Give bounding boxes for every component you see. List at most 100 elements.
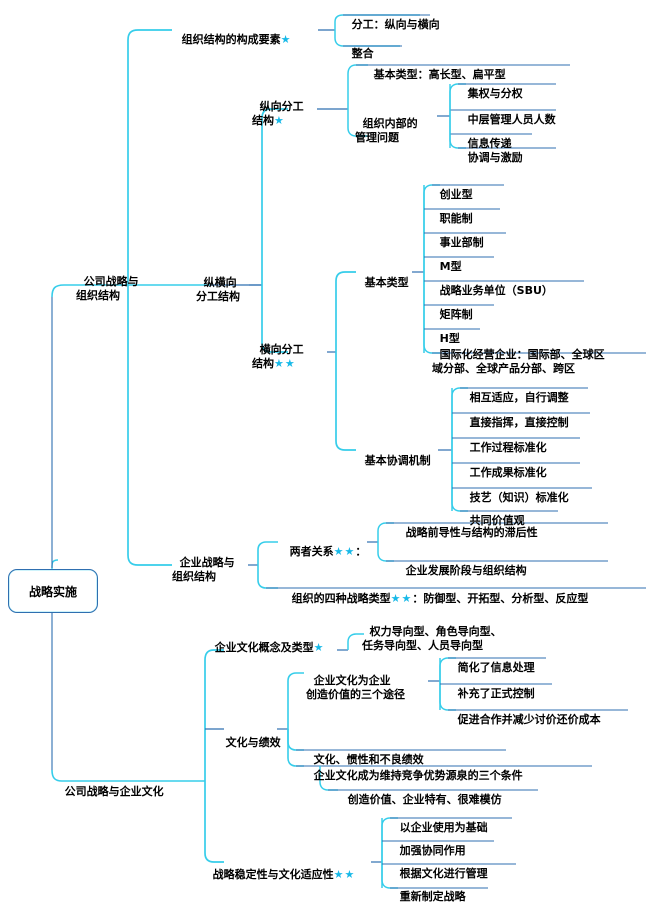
leaf-skill-standardization[interactable]: 技艺（知识）标准化 <box>462 477 569 505</box>
node-culture-and-performance-label: 文化与绩效 <box>225 736 281 750</box>
leaf-centralization-decentralization[interactable]: 集权与分权 <box>460 73 523 101</box>
leaf-dev-stage-and-structure-label: 企业发展阶段与组织结构 <box>405 564 527 578</box>
node-three-value-paths[interactable]: 企业文化为企业 创造价值的三个途径 <box>306 660 405 702</box>
leaf-basic-types-tall-flat-label: 基本类型：高长型、扁平型 <box>373 68 506 82</box>
branch-company-strategy-structure-label: 公司战略与 组织结构 <box>76 275 139 303</box>
leaf-based-on-enterprise-use[interactable]: 以企业使用为基础 <box>392 807 488 835</box>
leaf-culture-inertia-poor-performance-label: 文化、惯性和不良绩效 <box>313 753 424 767</box>
leaf-create-value-unique-hard-imitate-label: 创造价值、企业特有、很难模仿 <box>347 793 502 807</box>
leaf-direct-command-control-label: 直接指挥，直接控制 <box>469 416 569 430</box>
node-three-value-paths-label: 企业文化为企业 创造价值的三个途径 <box>306 674 405 702</box>
node-basic-types-label: 基本类型 <box>364 276 409 290</box>
leaf-culture-orientation-types[interactable]: 权力导向型、角色导向型、 任务导向型、人员导向型 <box>362 611 502 653</box>
leaf-functional-system[interactable]: 职能制 <box>432 198 473 226</box>
leaf-basic-types-tall-flat[interactable]: 基本类型：高长型、扁平型 <box>366 54 506 82</box>
leaf-promote-cooperation-label: 促进合作并减少讨价还价成本 <box>457 713 601 727</box>
leaf-m-form-label: M型 <box>439 260 462 274</box>
leaf-process-standardization-label: 工作过程标准化 <box>469 441 547 455</box>
leaf-manage-by-culture-label: 根据文化进行管理 <box>399 867 488 881</box>
leaf-output-standardization-label: 工作成果标准化 <box>469 466 547 480</box>
leaf-information-transfer[interactable]: 信息传递 <box>460 123 512 151</box>
leaf-sbu[interactable]: 战略业务单位（SBU） <box>432 270 553 298</box>
node-vertical-horizontal-structure-label: 纵横向 分工结构 <box>196 276 240 304</box>
node-three-conditions-advantage[interactable]: 企业文化成为维持竞争优势源泉的三个条件 <box>306 755 523 783</box>
node-strategy-stability-culture-adaptability[interactable]: 战略稳定性与文化适应性★★ <box>205 854 355 882</box>
leaf-divisional-system-label: 事业部制 <box>439 236 484 250</box>
node-relation-between-two[interactable]: 两者关系★★： <box>282 531 367 559</box>
leaf-direct-command-control[interactable]: 直接指挥，直接控制 <box>462 402 569 430</box>
leaf-mutual-adjustment[interactable]: 相互适应，自行调整 <box>462 377 569 405</box>
leaf-culture-inertia-poor-performance[interactable]: 文化、惯性和不良绩效 <box>306 739 424 767</box>
star-rating: ★ <box>274 114 284 128</box>
leaf-culture-orientation-types-label: 权力导向型、角色导向型、 任务导向型、人员导向型 <box>362 625 502 653</box>
node-four-strategy-types-label: 组织的四种战略类型 <box>291 592 391 606</box>
leaf-strategy-leads-structure-lags-label: 战略前导性与结构的滞后性 <box>405 526 538 540</box>
leaf-create-value-unique-hard-imitate[interactable]: 创造价值、企业特有、很难模仿 <box>340 779 502 807</box>
node-vertical-division-structure[interactable]: 纵向分工 结构★ <box>252 86 304 128</box>
node-vertical-division-structure-label: 纵向分工 结构 <box>252 100 304 128</box>
leaf-coordination-motivation[interactable]: 协调与激励 <box>460 137 523 165</box>
leaf-skill-standardization-label: 技艺（知识）标准化 <box>469 491 569 505</box>
star-rating: ★★ <box>274 357 296 371</box>
leaf-output-standardization[interactable]: 工作成果标准化 <box>462 452 547 480</box>
leaf-h-form-label: H型 <box>439 332 460 346</box>
node-culture-concept-types[interactable]: 企业文化概念及类型★ <box>207 627 324 655</box>
node-horizontal-division-structure-label: 横向分工 结构 <box>252 343 304 371</box>
leaf-middle-manager-count[interactable]: 中层管理人员人数 <box>460 99 556 127</box>
relation-suffix: ： <box>355 545 367 559</box>
leaf-h-form[interactable]: H型 <box>432 318 460 346</box>
node-relation-between-two-label: 两者关系 <box>289 545 334 559</box>
leaf-coordination-motivation-label: 协调与激励 <box>467 151 523 165</box>
leaf-entrepreneurial-type-label: 创业型 <box>439 188 473 202</box>
leaf-sbu-label: 战略业务单位（SBU） <box>439 284 553 298</box>
leaf-shared-values-label: 共同价值观 <box>469 514 525 528</box>
node-org-structure-elements[interactable]: 组织结构的构成要素★ <box>174 19 291 47</box>
node-culture-concept-types-label: 企业文化概念及类型 <box>214 641 314 655</box>
leaf-division-vertical-horizontal[interactable]: 分工：纵向与横向 <box>344 4 440 32</box>
star-rating: ★ <box>280 33 291 47</box>
leaf-based-on-enterprise-use-label: 以企业使用为基础 <box>399 821 488 835</box>
leaf-information-transfer-label: 信息传递 <box>467 137 512 151</box>
star-rating: ★★ <box>390 592 413 606</box>
star-rating: ★★ <box>333 545 356 559</box>
node-strategy-stability-culture-adaptability-label: 战略稳定性与文化适应性 <box>212 868 334 882</box>
leaf-redefine-strategy-label: 重新制定战略 <box>399 890 466 904</box>
leaf-strengthen-synergy-label: 加强协同作用 <box>399 844 466 858</box>
node-enterprise-strategy-structure[interactable]: 企业战略与 组织结构 <box>172 542 235 584</box>
node-internal-management-issues[interactable]: 组织内部的 管理问题 <box>355 103 418 145</box>
leaf-process-standardization[interactable]: 工作过程标准化 <box>462 427 547 455</box>
star-rating: ★★ <box>333 868 356 882</box>
leaf-promote-cooperation[interactable]: 促进合作并减少讨价还价成本 <box>450 699 601 727</box>
leaf-matrix-system[interactable]: 矩阵制 <box>432 294 473 322</box>
leaf-m-form[interactable]: M型 <box>432 246 462 274</box>
leaf-supplement-formal-control[interactable]: 补充了正式控制 <box>450 673 535 701</box>
root-node[interactable]: 战略实施 <box>8 569 98 613</box>
leaf-international-business[interactable]: 国际化经营企业：国际部、全球区 域分部、全球产品分部、跨区 <box>432 334 605 376</box>
branch-company-strategy-culture[interactable]: 公司战略与企业文化 <box>57 771 164 799</box>
node-horizontal-division-structure[interactable]: 横向分工 结构★★ <box>252 329 304 371</box>
leaf-strengthen-synergy[interactable]: 加强协同作用 <box>392 830 466 858</box>
leaf-simplify-info-processing-label: 简化了信息处理 <box>457 661 535 675</box>
four-strategy-types-suffix: ：防御型、开拓型、分析型、反应型 <box>412 592 589 606</box>
leaf-middle-manager-count-label: 中层管理人员人数 <box>467 113 556 127</box>
node-four-strategy-types[interactable]: 组织的四种战略类型★★：防御型、开拓型、分析型、反应型 <box>284 578 589 606</box>
branch-company-strategy-culture-label: 公司战略与企业文化 <box>64 785 164 799</box>
leaf-entrepreneurial-type[interactable]: 创业型 <box>432 174 473 202</box>
leaf-mutual-adjustment-label: 相互适应，自行调整 <box>469 391 569 405</box>
branch-company-strategy-structure[interactable]: 公司战略与 组织结构 <box>76 261 139 303</box>
node-culture-and-performance[interactable]: 文化与绩效 <box>218 722 281 750</box>
leaf-shared-values[interactable]: 共同价值观 <box>462 500 525 528</box>
node-basic-coordination-mechanism[interactable]: 基本协调机制 <box>357 440 431 468</box>
node-basic-types[interactable]: 基本类型 <box>357 262 409 290</box>
leaf-integration[interactable]: 整合 <box>344 33 374 61</box>
leaf-manage-by-culture[interactable]: 根据文化进行管理 <box>392 853 488 881</box>
node-org-structure-elements-label: 组织结构的构成要素 <box>181 33 281 47</box>
root-label: 战略实施 <box>28 584 77 599</box>
leaf-integration-label: 整合 <box>351 47 374 61</box>
leaf-simplify-info-processing[interactable]: 简化了信息处理 <box>450 647 535 675</box>
leaf-strategy-leads-structure-lags[interactable]: 战略前导性与结构的滞后性 <box>398 512 538 540</box>
leaf-divisional-system[interactable]: 事业部制 <box>432 222 484 250</box>
node-vertical-horizontal-structure[interactable]: 纵横向 分工结构 <box>196 262 240 304</box>
leaf-dev-stage-and-structure[interactable]: 企业发展阶段与组织结构 <box>398 550 527 578</box>
